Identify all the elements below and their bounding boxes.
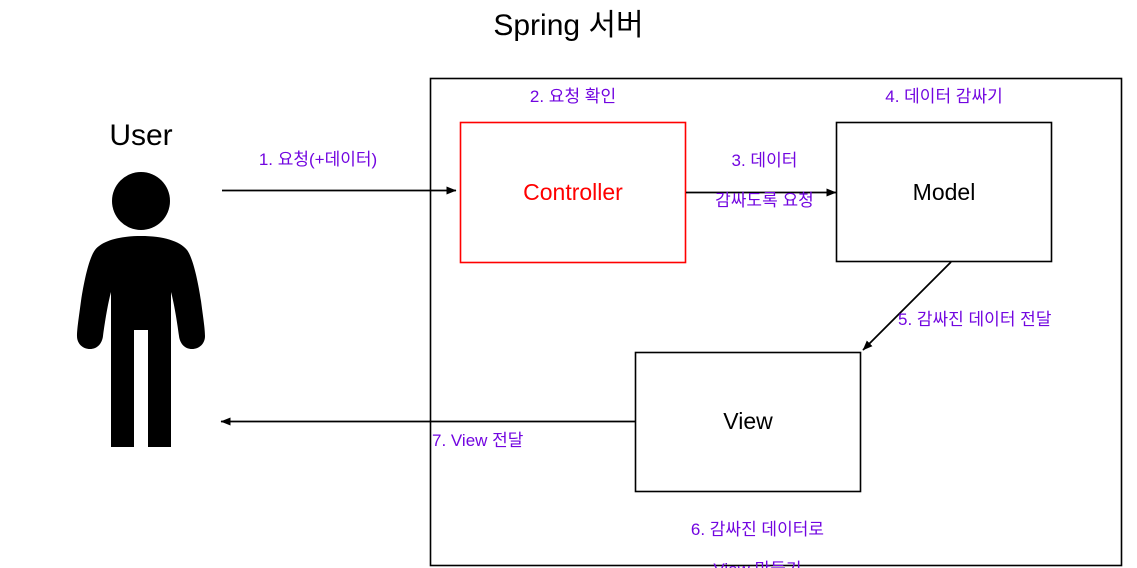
step-6-line-1: 6. 감싸진 데이터로 bbox=[690, 520, 824, 540]
controller-label: Controller bbox=[523, 179, 623, 205]
step-2-label: 2. 요청 확인 bbox=[529, 87, 617, 106]
controller-box[interactable] bbox=[459, 121, 687, 264]
user-person-icon bbox=[77, 172, 205, 447]
view-label: View bbox=[723, 408, 773, 434]
step-5-label: 5. 감싸진 데이터 전달 bbox=[898, 310, 1052, 329]
page-title: Spring 서버 bbox=[493, 9, 644, 42]
user-label: User bbox=[109, 119, 173, 152]
step-3-line-1: 3. 데이터 bbox=[731, 151, 798, 171]
step-6-line-2: View 만들기 bbox=[713, 560, 801, 568]
step-6-label: 6. 감싸진 데이터로 View 만들기 bbox=[628, 500, 868, 568]
model-box[interactable] bbox=[835, 121, 1053, 263]
arrow-model-to-view bbox=[862, 261, 952, 351]
step-3-line-2: 감싸도록 요청 bbox=[715, 191, 814, 211]
step-7-label: 7. View 전달 bbox=[432, 431, 524, 450]
model-label: Model bbox=[912, 179, 976, 205]
step-4-label: 4. 데이터 감싸기 bbox=[885, 87, 1003, 106]
step-3-label: 3. 데이터 감싸도록 요청 bbox=[690, 131, 820, 231]
view-box[interactable] bbox=[634, 351, 862, 493]
step-1-label: 1. 요청(+데이터) bbox=[258, 150, 378, 169]
spring-server-boundary bbox=[429, 77, 1123, 567]
